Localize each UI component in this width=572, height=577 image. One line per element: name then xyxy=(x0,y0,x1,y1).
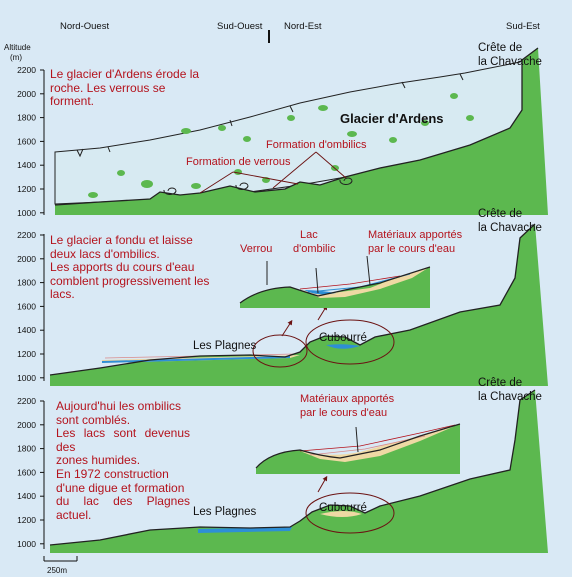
label-cubourre-3: Cubourré xyxy=(319,502,367,514)
note-line: roche. Les verrous se xyxy=(50,80,166,95)
note-line: forment. xyxy=(50,94,95,109)
terrain-2 xyxy=(50,224,548,386)
label-verrou: Verrou xyxy=(240,243,272,255)
note-line: du lac des Plagnes actuel. xyxy=(56,494,190,522)
direction-sud-est: Sud-Est xyxy=(506,21,540,32)
ellipse-les-plagnes-2 xyxy=(252,334,308,368)
axis-tick-label: 2200 xyxy=(17,230,36,240)
axis-tick-label: 1000 xyxy=(17,373,36,383)
axis-tick-label: 1600 xyxy=(17,467,36,477)
summit-line-2: la Chavache xyxy=(478,391,542,403)
axis-tick-label: 1200 xyxy=(17,349,36,359)
label-les-plagnes-2: Les Plagnes xyxy=(193,340,257,352)
bedrock-1 xyxy=(55,48,548,215)
summit-line-2: la Chavache xyxy=(478,222,542,234)
direction-nord-est: Nord-Est xyxy=(284,21,322,32)
summit-line-1: Crête de xyxy=(478,42,522,54)
axis-tick-label: 1200 xyxy=(17,184,36,194)
glacier-label: Glacier d'Ardens xyxy=(340,111,444,126)
axis-tick-label: 1000 xyxy=(17,539,36,549)
axis-tick-label: 1800 xyxy=(17,444,36,454)
terrain-3 xyxy=(50,390,548,553)
axis-tick-label: 2000 xyxy=(17,89,36,99)
note-line: Les apports du cours d'eau xyxy=(50,260,195,275)
axis-title: Altitude xyxy=(4,43,31,52)
summit-label-3: Crête de la Chavache xyxy=(478,377,542,403)
axis-tick-label: 1400 xyxy=(17,160,36,170)
axis-tick-label: 2000 xyxy=(17,254,36,264)
axis-tick-label: 1000 xyxy=(17,208,36,218)
axis-tick-label: 2000 xyxy=(17,420,36,430)
note-line: Le glacier d'Ardens érode la xyxy=(50,67,200,81)
axis-tick-label: 1800 xyxy=(17,113,36,123)
inset-2 xyxy=(240,267,430,308)
axis-tick-label: 1600 xyxy=(17,301,36,311)
ellipse-cubourre-2 xyxy=(305,319,395,365)
label-formation-ombilics: Formation d'ombilics xyxy=(266,139,367,151)
axis-tick-label: 1200 xyxy=(17,515,36,525)
note-line: En 1972 construction xyxy=(56,466,169,481)
axis-tick-label: 2200 xyxy=(17,396,36,406)
axis-tick-label: 1400 xyxy=(17,325,36,335)
axis-tick-label: 1800 xyxy=(17,278,36,288)
note-line: sont comblés. xyxy=(56,412,131,427)
scale-bar-label: 250m xyxy=(47,566,67,575)
label-cubourre-2: Cubourré xyxy=(319,332,367,344)
inset-3 xyxy=(256,424,460,474)
direction-sud-ouest: Sud-Ouest xyxy=(217,21,263,32)
summit-line-2: la Chavache xyxy=(478,56,542,68)
summit-label-1: Crête de la Chavache xyxy=(478,42,542,68)
label-les-plagnes-3: Les Plagnes xyxy=(193,506,257,518)
erosion-swirls xyxy=(163,177,353,195)
axis-tick-label: 1600 xyxy=(17,136,36,146)
summit-line-1: Crête de xyxy=(478,208,522,220)
label-formation-verrous: Formation de verrous xyxy=(186,156,291,168)
crevasses xyxy=(76,73,464,158)
panel-3 xyxy=(49,389,548,553)
summit-label-2: Crête de la Chavache xyxy=(478,208,542,234)
leader-lines-1 xyxy=(199,151,347,194)
note-line: Les lacs sont devenus des xyxy=(56,426,190,454)
summit-line-1: Crête de xyxy=(478,377,522,389)
panel-2 xyxy=(49,223,548,386)
direction-nord-ouest: Nord-Ouest xyxy=(60,21,109,32)
note-line: lacs. xyxy=(50,287,75,302)
boulders xyxy=(88,93,474,198)
note-line: comblent progressivement les xyxy=(50,273,210,288)
note-line: deux lacs d'ombilics. xyxy=(50,246,160,261)
panel-1 xyxy=(54,47,548,215)
note-line: Aujourd'hui les ombilics xyxy=(56,399,182,413)
ellipse-cubourre-3 xyxy=(305,492,395,534)
note-line: Le glacier a fondu et laisse xyxy=(50,233,193,247)
axis-unit: (m) xyxy=(10,53,22,62)
note-line: d'une digue et formation xyxy=(56,480,185,495)
scale-bar xyxy=(43,556,78,562)
note-line: zones humides. xyxy=(56,453,141,468)
axis-tick-label: 2200 xyxy=(17,65,36,75)
axis-ticks: 2200 2000 1800 1600 1400 1200 1000 2200 2000 1800… xyxy=(17,65,44,549)
axis-tick-label: 1400 xyxy=(17,491,36,501)
